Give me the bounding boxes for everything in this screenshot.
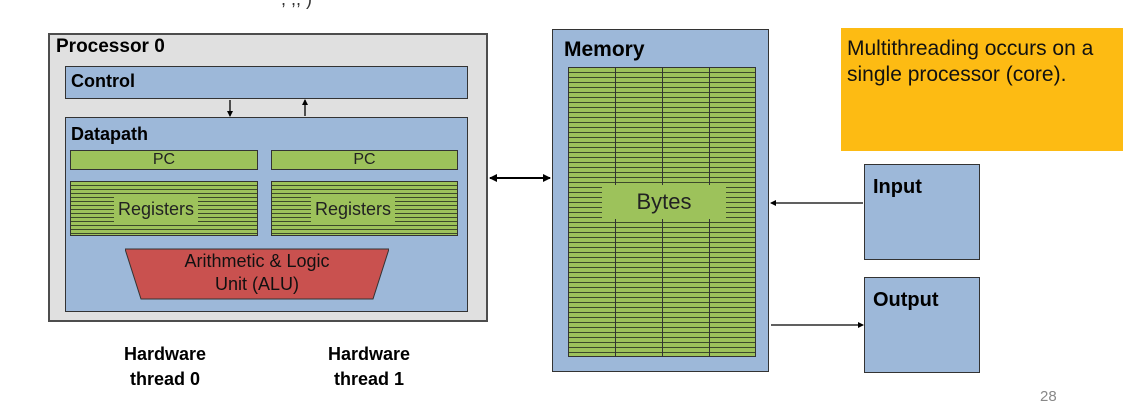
alu-label: Arithmetic & Logic Unit (ALU) xyxy=(125,250,389,296)
hardware-thread-1-line-1: thread 1 xyxy=(333,369,405,389)
top-text-fragment: , ,, ) xyxy=(281,0,312,10)
hardware-thread-0-line-0: Hardware xyxy=(123,344,207,364)
pc-register-thread-0: PC xyxy=(70,150,258,170)
control-box xyxy=(65,66,468,99)
hardware-thread-1-label: Hardware thread 1 xyxy=(304,342,434,392)
registers-label-thread-0: Registers xyxy=(114,196,199,222)
hardware-thread-0-label: Hardware thread 0 xyxy=(100,342,230,392)
control-label: Control xyxy=(71,71,135,91)
hardware-thread-0-line-1: thread 0 xyxy=(129,369,201,389)
alu-label-line1: Arithmetic & Logic xyxy=(184,251,330,271)
memory-title: Memory xyxy=(564,38,645,61)
processor-title: Processor 0 xyxy=(56,36,165,57)
alu-label-line2: Unit (ALU) xyxy=(214,274,299,294)
bytes-label: Bytes xyxy=(602,185,726,219)
input-box xyxy=(864,164,980,260)
datapath-label: Datapath xyxy=(71,124,149,144)
pc-register-thread-1: PC xyxy=(271,150,458,170)
hardware-thread-1-line-0: Hardware xyxy=(327,344,411,364)
multithreading-note: Multithreading occurs on a single proces… xyxy=(841,28,1123,151)
page-number: 28 xyxy=(1040,388,1057,405)
registers-label-thread-1: Registers xyxy=(311,196,396,222)
alu-shape xyxy=(125,248,389,300)
output-label: Output xyxy=(873,289,939,311)
output-box xyxy=(864,277,980,373)
input-label: Input xyxy=(873,176,922,198)
